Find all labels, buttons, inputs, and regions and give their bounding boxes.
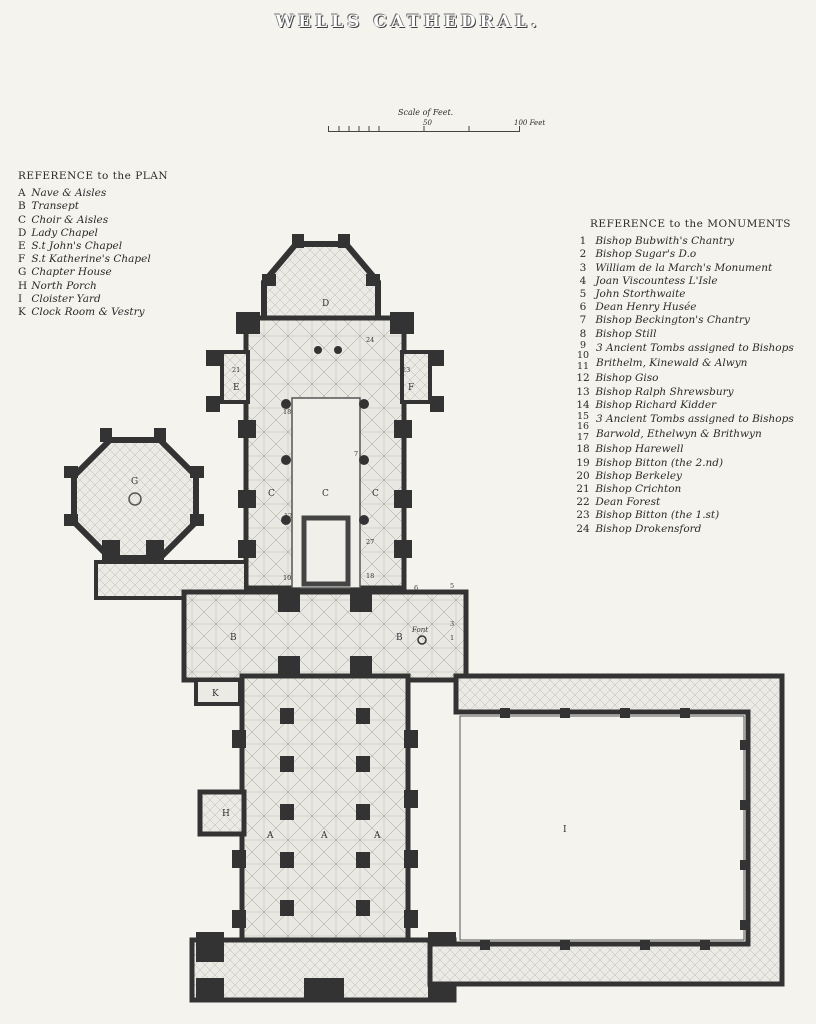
monument-item: 20 Bishop Berkeley	[576, 469, 682, 482]
page-title: WELLS CATHEDRAL.	[275, 12, 541, 32]
label-font: Font	[411, 626, 428, 634]
marker-3: 3	[450, 620, 454, 628]
plan-reference-item: A Nave & Aisles	[18, 187, 107, 200]
label-choir: C	[322, 489, 329, 499]
plan-reference-item: K Clock Room & Vestry	[18, 306, 145, 319]
monument-item: 13 Bishop Ralph Shrewsbury	[576, 385, 734, 398]
label-north-porch: H	[222, 809, 230, 819]
monument-item: 7 Bishop Beckington's Chantry	[579, 314, 750, 327]
marker-5: 5	[450, 582, 454, 590]
west-front	[189, 932, 457, 1003]
marker-1: 1	[450, 634, 454, 642]
monument-reference-heading: REFERENCE to the MONUMENTS	[590, 218, 791, 230]
st-johns-chapel: E	[206, 350, 250, 412]
label-lady-chapel: D	[322, 299, 329, 309]
monument-item: 24 Bishop Drokensford	[576, 522, 702, 535]
scale-caption: Scale of Feet.	[398, 108, 454, 117]
monument-item: 14 Bishop Richard Kidder	[576, 398, 717, 411]
label-clock-room: K	[212, 689, 219, 699]
monument-item: 12 Bishop Giso	[576, 372, 659, 385]
monument-item: 21 Bishop Crichton	[576, 483, 682, 496]
label-nave-north-aisle: A	[266, 831, 274, 841]
cloisters: I	[427, 673, 785, 987]
label-chapter-house: G	[131, 477, 138, 487]
marker-21: 21	[232, 366, 240, 374]
marker-12: 12	[284, 512, 292, 520]
monument-reference: REFERENCE to the MONUMENTS 1 Bishop Bubw…	[574, 218, 804, 536]
monument-item: 4 Joan Viscountess L'Isle	[579, 274, 718, 287]
label-nave-south-aisle: A	[373, 831, 381, 841]
scale-bar	[328, 126, 520, 132]
label-st-johns: E	[233, 383, 240, 393]
clock-room-vestry: K	[194, 678, 242, 706]
marker-6: 6	[414, 584, 418, 592]
monument-item: 15 16 17 3 Ancient Tombs assigned to Bis…	[576, 410, 794, 443]
plan-reference-item: D Lady Chapel	[18, 226, 98, 239]
transept: B B Font	[181, 588, 469, 683]
marker-24: 24	[366, 336, 374, 344]
monument-item: 5 John Storthwaite	[579, 288, 686, 301]
marker-10: 10	[283, 574, 291, 582]
north-porch: H	[197, 789, 247, 837]
chapter-house: G	[64, 428, 248, 600]
marker-27: 27	[366, 538, 374, 546]
label-choir-south-aisle: C	[372, 489, 379, 499]
label-transept-south: B	[396, 633, 403, 643]
monument-item: 18 Bishop Harewell	[576, 443, 684, 456]
plan-reference: REFERENCE to the PLAN A Nave & Aisles B …	[18, 170, 168, 319]
plan-reference-item: G Chapter House	[18, 266, 112, 279]
monument-item: 6 Dean Henry Husée	[579, 301, 697, 314]
plan-reference-item: C Choir & Aisles	[18, 213, 109, 226]
monument-item: 8 Bishop Still	[579, 327, 657, 340]
monument-item: 1 Bishop Bubwith's Chantry	[579, 235, 735, 248]
plan-reference-item: F S.t Katherine's Chapel	[18, 253, 151, 266]
marker-7: 7	[354, 450, 358, 458]
label-choir-north-aisle: C	[268, 489, 275, 499]
scale-end-label: 100 Feet	[514, 119, 546, 127]
marker-18: 18	[366, 572, 374, 580]
plan-reference-heading: REFERENCE to the PLAN	[18, 170, 169, 182]
scale-mid-label: 50	[423, 119, 432, 127]
label-transept-north: B	[230, 633, 237, 643]
monument-item: 9 10 11 3 Ancient Tombs assigned to Bish…	[576, 339, 794, 372]
lady-chapel: D	[261, 234, 381, 325]
plan-reference-item: E S.t John's Chapel	[18, 240, 123, 253]
plan-reference-item: B Transept	[18, 200, 79, 213]
st-katherines-chapel: F	[400, 350, 444, 412]
label-nave: A	[320, 831, 328, 841]
scale-of-feet: Scale of Feet. 50 100 Feet	[328, 108, 548, 134]
choir-and-aisles: C C C	[236, 312, 414, 591]
plan-reference-item: I Cloister Yard	[18, 292, 101, 305]
monument-item: 23 Bishop Bitton (the 1.st)	[576, 509, 720, 522]
label-cloister-yard: I	[563, 825, 567, 835]
label-st-katherines: F	[408, 383, 414, 393]
monument-item: 22 Dean Forest	[576, 496, 661, 509]
monument-item: 2 Bishop Sugar's D.o	[579, 248, 697, 261]
monument-markers: 18 7 12 27 10 18 6 5 3 1 24 21 23	[232, 336, 454, 642]
monument-item: 19 Bishop Bitton (the 2.nd)	[576, 456, 724, 469]
plan-reference-item: H North Porch	[18, 279, 97, 292]
monument-item: 3 William de la March's Monument	[579, 261, 773, 274]
marker-14: 18	[283, 408, 291, 416]
marker-23: 23	[402, 366, 410, 374]
